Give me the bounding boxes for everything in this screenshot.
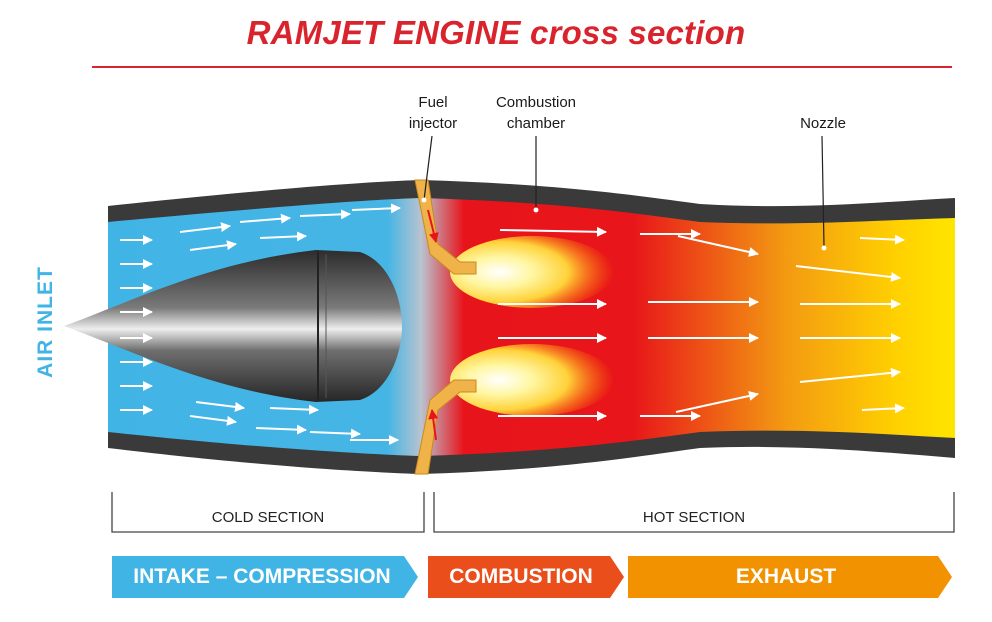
fuel-injector-upper xyxy=(414,179,477,275)
flame-lower xyxy=(450,344,614,416)
nozzle-label: Nozzle xyxy=(800,115,846,132)
fuel-injector-label: Fuel injector xyxy=(408,94,458,132)
stage-label-intake: INTAKE – COMPRESSION xyxy=(133,565,391,588)
combustion-chamber-label: Combustion chamber xyxy=(495,94,577,132)
fuel-injector-lower xyxy=(414,379,477,475)
hot-section-label: HOT SECTION xyxy=(642,509,746,526)
diagram-title: RAMJET ENGINE cross section xyxy=(246,14,746,51)
airflow-arrows-cold xyxy=(120,203,401,445)
stage-arrow-intake xyxy=(112,556,418,598)
airflow-arrows-hot xyxy=(498,226,905,421)
leader-fuel-injector xyxy=(423,135,433,201)
cold-section-label: COLD SECTION xyxy=(211,509,325,526)
flame-upper xyxy=(450,236,614,308)
hot-section-bracket xyxy=(433,492,955,533)
cold-section-bracket xyxy=(111,492,425,533)
leader-nozzle xyxy=(821,135,825,247)
stage-label-combustion: COMBUSTION xyxy=(449,565,593,588)
air-inlet-label: AIR INLET xyxy=(34,266,57,378)
stage-arrow-combustion xyxy=(428,556,624,598)
stage-label-exhaust: EXHAUST xyxy=(735,565,837,588)
stage-arrow-exhaust xyxy=(628,556,952,598)
title-underline xyxy=(92,66,952,68)
